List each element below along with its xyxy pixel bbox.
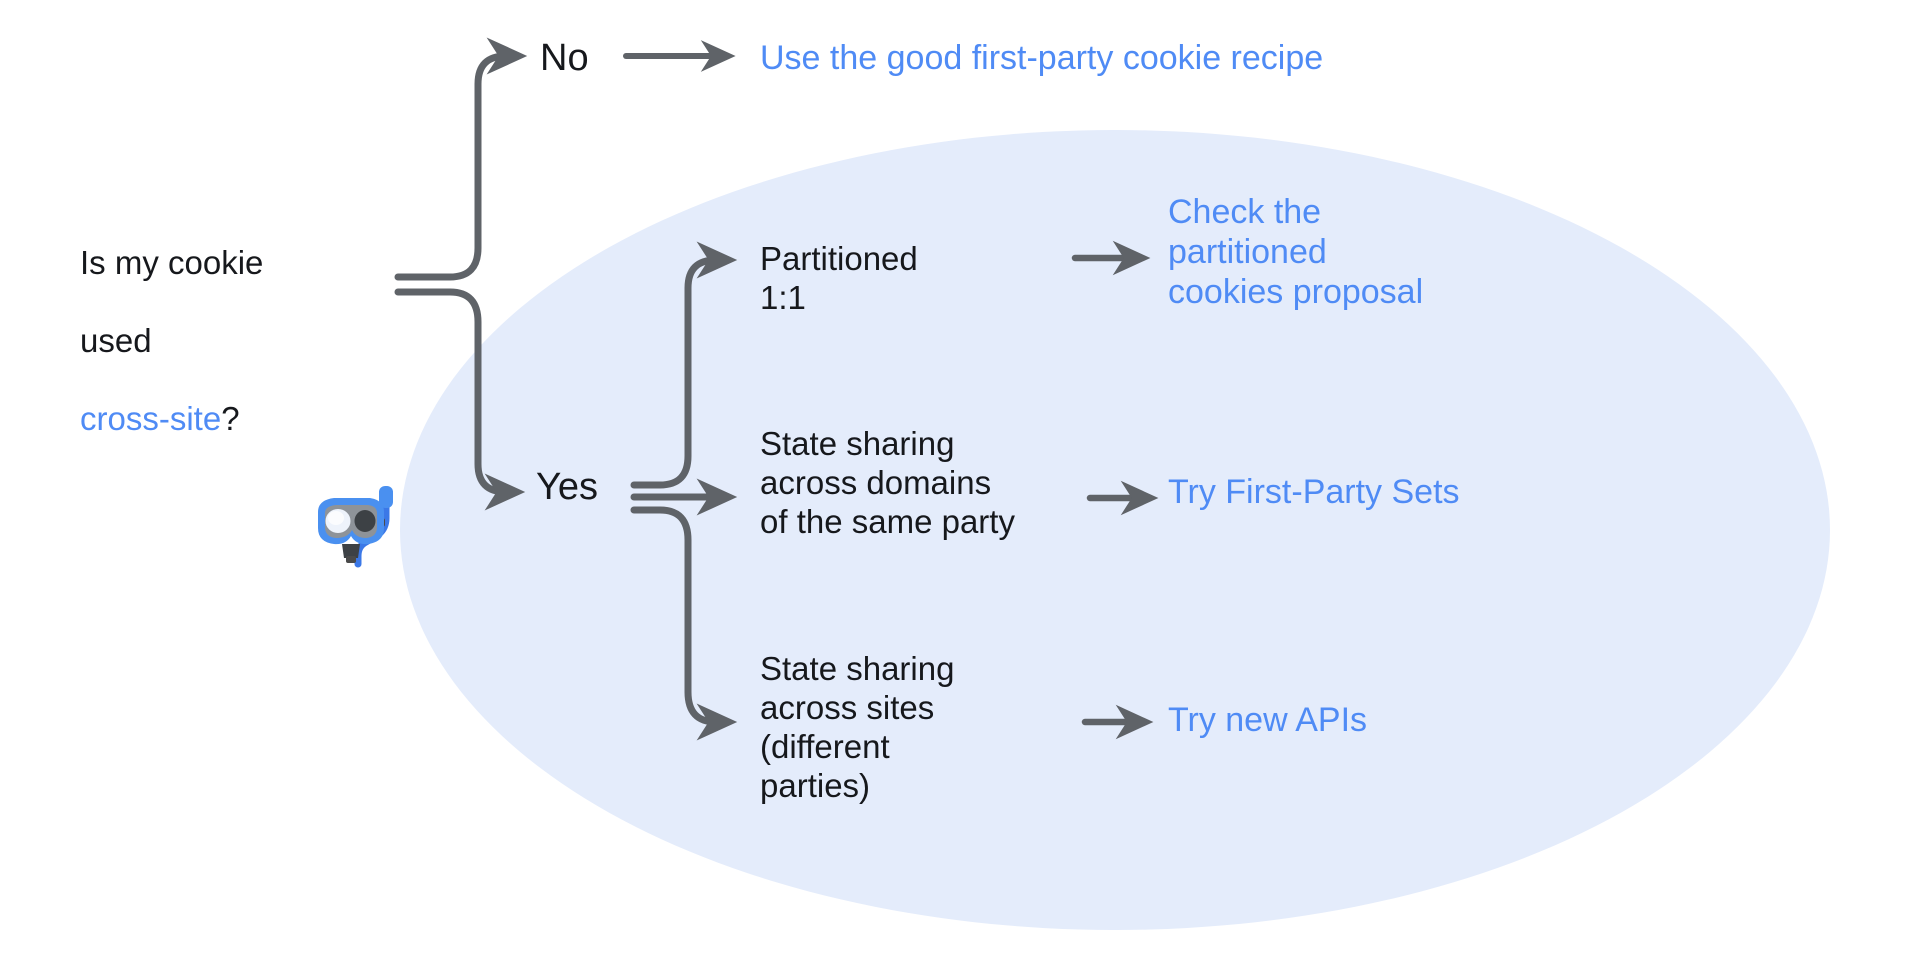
connector-question-to-no xyxy=(394,37,528,281)
branch-node-state-sharing-sites: State sharing across sites (different pa… xyxy=(760,650,955,804)
question-highlight-cross-site: cross-site xyxy=(80,399,222,437)
branch-label-yes: Yes xyxy=(536,466,598,508)
outcome-partitioned-cookies-proposal[interactable]: Check the partitioned cookies proposal xyxy=(1168,193,1424,312)
outcome-try-new-apis[interactable]: Try new APIs xyxy=(1168,701,1368,739)
question-line-2: used xyxy=(80,321,152,359)
question-node: Is my cookie used cross-site? xyxy=(80,205,380,439)
branch-node-partitioned: Partitioned 1:1 xyxy=(760,240,918,316)
outcome-try-first-party-sets[interactable]: Try First-Party Sets xyxy=(1168,473,1460,511)
cross-site-highlight-ellipse xyxy=(400,130,1830,930)
branch-node-state-sharing-domains: State sharing across domains of the same… xyxy=(760,425,1015,540)
question-suffix: ? xyxy=(221,399,240,437)
question-line-1: Is my cookie xyxy=(80,243,264,281)
outcome-first-party-cookie-recipe[interactable]: Use the good first-party cookie recipe xyxy=(760,39,1324,77)
branch-label-no: No xyxy=(540,37,589,79)
diving-mask-icon xyxy=(318,486,393,568)
